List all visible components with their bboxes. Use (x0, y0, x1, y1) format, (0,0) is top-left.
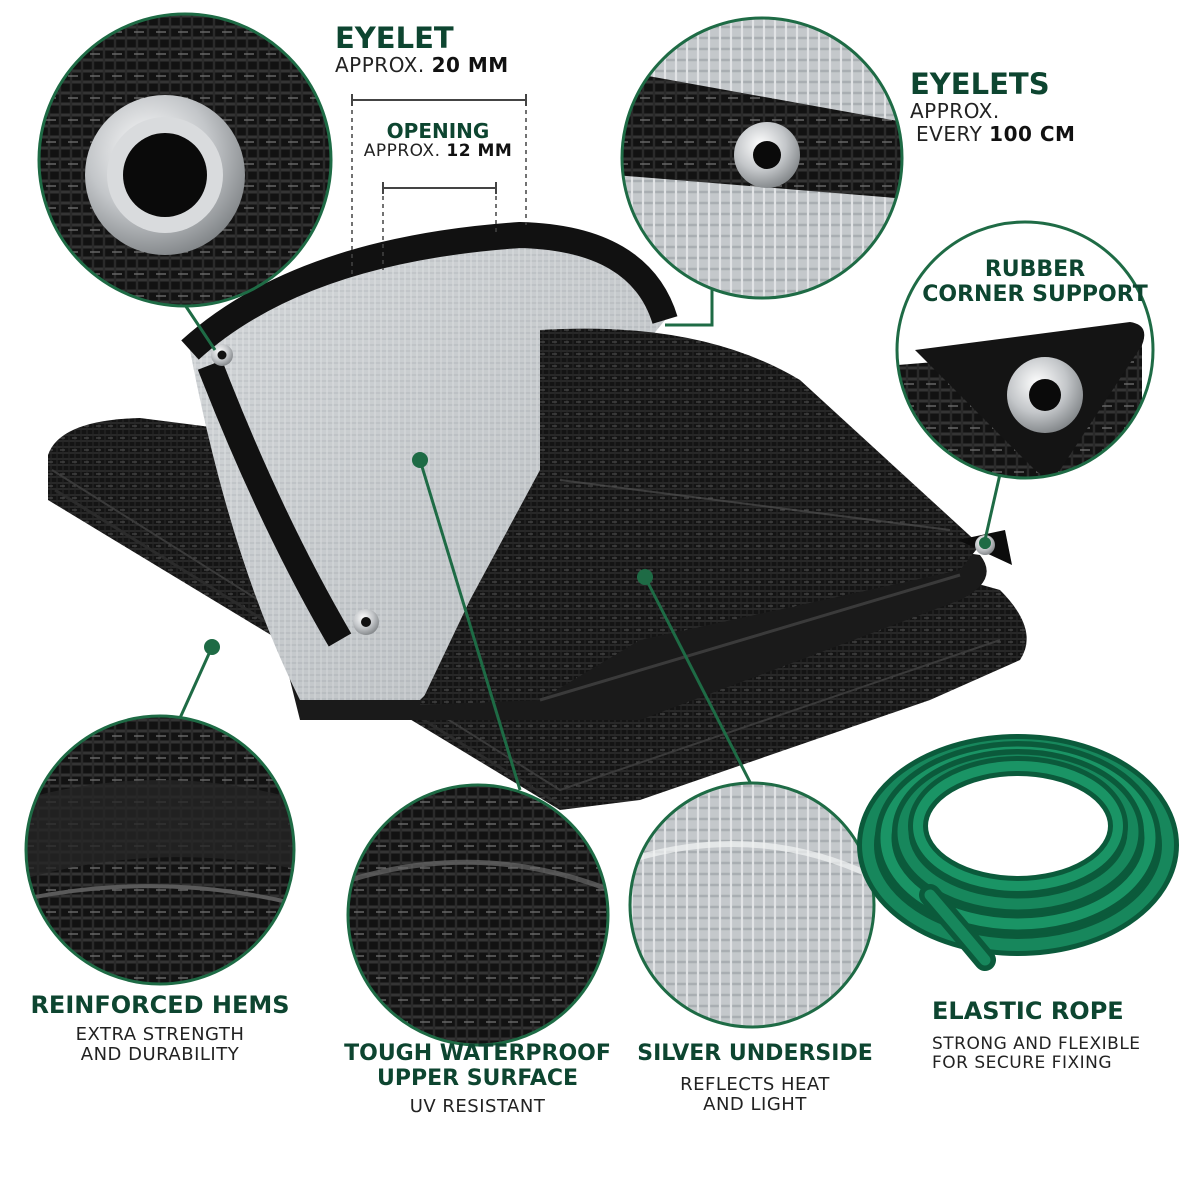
surface-sub: UV RESISTANT (409, 1096, 546, 1118)
zoom-circle-eyelets (620, 16, 904, 300)
rope-line2: FOR SECURE FIXING (932, 1052, 1113, 1073)
zoom-circle-eyelet (37, 12, 333, 308)
leader-lines (178, 290, 1002, 791)
dimension-guides (351, 94, 527, 275)
surface-line2: UPPER SURFACE (376, 1065, 579, 1091)
surface-label: TOUGH WATERPROOF UPPER SURFACE UV RESIST… (335, 1041, 620, 1118)
corner-label: RUBBER CORNER SUPPORT (915, 257, 1155, 307)
underside-label: SILVER UNDERSIDE REFLECTS HEAT AND LIGHT (625, 1041, 885, 1115)
eyelet-spacing-label: EYELETS APPROX. EVERY 100 cm (910, 67, 1076, 146)
corner-line2: CORNER SUPPORT (922, 281, 1148, 307)
folded-tarp (48, 221, 1027, 810)
underside-title: SILVER UNDERSIDE (637, 1041, 873, 1066)
opening-value: APPROX. 12 mm (363, 141, 513, 162)
zoom-circle-corner (895, 220, 1155, 480)
rope-label: ELASTIC ROPE STRONG AND FLEXIBLE FOR SEC… (932, 998, 1141, 1073)
hems-line2: AND DURABILITY (80, 1044, 240, 1066)
eyelet-size-title: EYELET (335, 21, 454, 55)
corner-line1: RUBBER (984, 257, 1086, 282)
rope-title: ELASTIC ROPE (932, 997, 1124, 1025)
hems-title: REINFORCED HEMS (30, 991, 290, 1019)
hems-line1: EXTRA STRENGTH (75, 1023, 245, 1045)
underside-line1: REFLECTS HEAT (680, 1073, 830, 1095)
underside-line2: AND LIGHT (703, 1093, 807, 1115)
zoom-circle-surface (346, 783, 610, 1047)
zoom-circle-silver (628, 781, 876, 1029)
surface-line1: TOUGH WATERPROOF (344, 1041, 611, 1066)
leader-dots (204, 452, 991, 655)
rope-line1: STRONG AND FLEXIBLE (932, 1033, 1141, 1054)
elastic-rope-coil (857, 734, 1179, 971)
eyelet-spacing-line1: APPROX. (910, 99, 1000, 124)
eyelet-size-value: APPROX. 20 mm (335, 53, 509, 78)
eyelet-size-label: EYELET APPROX. 20 mm (335, 22, 509, 77)
opening-title: OPENING (386, 119, 490, 143)
eyelet-spacing-title: EYELETS (910, 67, 1050, 101)
zoom-circle-hems (24, 714, 296, 986)
hems-label: REINFORCED HEMS EXTRA STRENGTH AND DURAB… (20, 992, 300, 1065)
eyelet-spacing-value: EVERY 100 cm (916, 121, 1076, 146)
opening-label: OPENING APPROX. 12 mm (358, 120, 518, 161)
